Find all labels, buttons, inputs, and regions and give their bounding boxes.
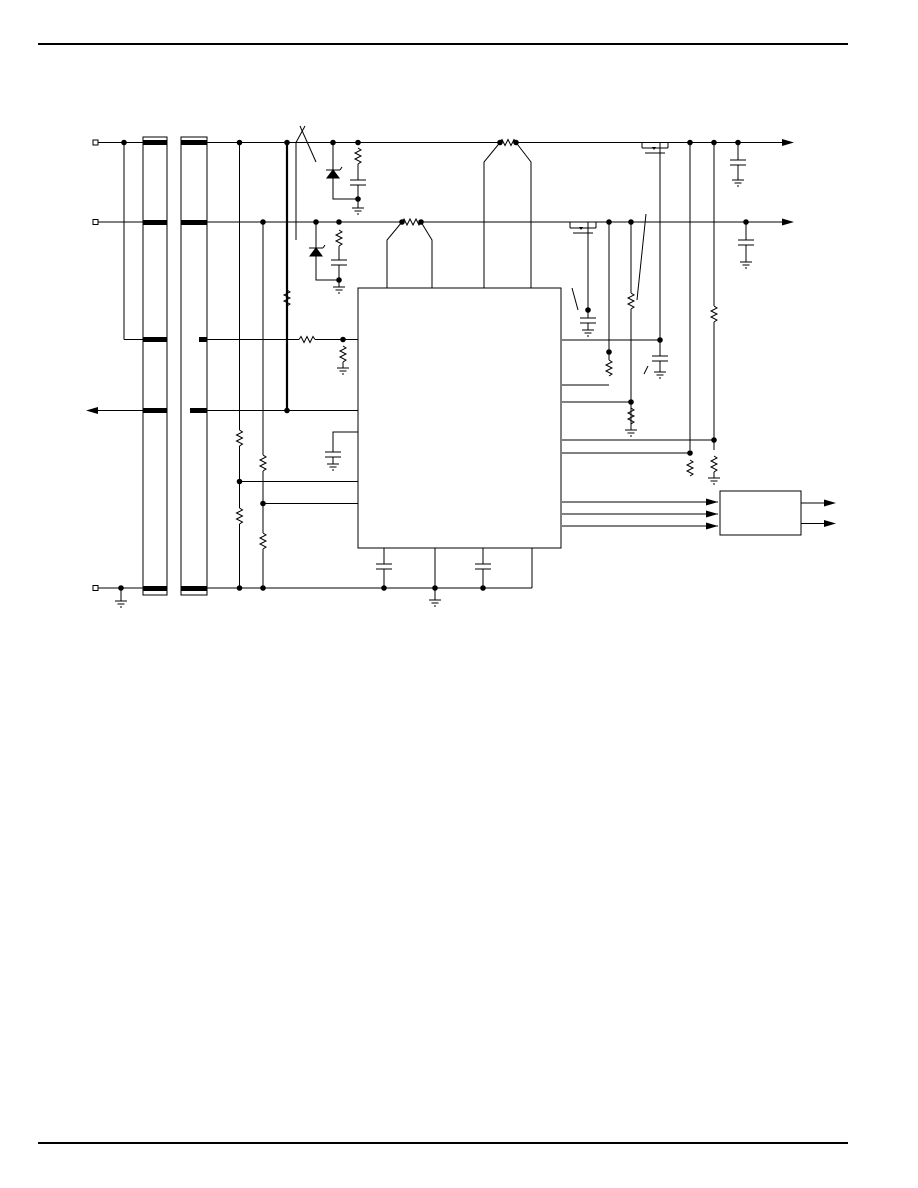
junction-dot xyxy=(284,139,290,146)
terminal-3 xyxy=(92,585,99,591)
junction-dot xyxy=(121,139,127,146)
output-arrow-4 xyxy=(824,520,836,527)
junction-dot xyxy=(336,277,342,283)
junction-dot xyxy=(399,219,405,225)
ground-symbols xyxy=(115,179,752,608)
resistor-zigzags xyxy=(235,138,719,550)
junction-dot xyxy=(336,219,342,225)
junction-dot xyxy=(260,585,266,591)
input-arrow-left xyxy=(86,407,98,414)
junction-dot xyxy=(260,500,266,507)
junction-dot xyxy=(735,139,741,146)
junction-dot xyxy=(313,219,319,225)
connector-left xyxy=(142,136,168,596)
terminal-2 xyxy=(92,219,99,225)
zener-diodes xyxy=(309,142,358,281)
junction-dot xyxy=(711,139,717,146)
connector-right xyxy=(180,136,208,596)
logic-block xyxy=(719,490,802,536)
junction-dot xyxy=(743,219,749,225)
junction-dot xyxy=(355,139,361,146)
junction-dot xyxy=(432,585,438,591)
junction-dot xyxy=(687,139,693,146)
junction-dot xyxy=(118,585,124,591)
junction-dot xyxy=(687,450,693,456)
terminal-1 xyxy=(92,139,99,146)
controller-ic xyxy=(357,287,562,549)
junction-dot xyxy=(606,219,612,225)
junction-dot xyxy=(711,437,717,443)
junction-dot xyxy=(381,585,387,591)
output-arrow-1 xyxy=(782,139,794,146)
junction-dot xyxy=(236,478,243,485)
arrows xyxy=(86,139,836,530)
output-arrow-3 xyxy=(824,499,836,507)
junction-dot xyxy=(284,407,290,414)
junction-dot xyxy=(418,219,424,225)
junction-dot xyxy=(355,196,361,202)
junction-dot xyxy=(606,349,612,355)
junction-dot xyxy=(628,399,634,405)
junction-dots xyxy=(118,139,749,591)
junction-dot xyxy=(657,337,663,343)
junction-dot xyxy=(497,139,503,146)
junction-dot xyxy=(260,219,266,225)
junction-dot xyxy=(330,139,336,146)
junction-dot xyxy=(340,336,346,343)
junction-dot xyxy=(480,585,486,591)
leader-lines xyxy=(295,125,649,375)
mosfets xyxy=(569,142,669,234)
junction-dot xyxy=(628,219,634,225)
junction-dot xyxy=(585,307,591,313)
header-rule xyxy=(38,43,848,45)
output-arrow-2 xyxy=(782,218,794,226)
footer-rule xyxy=(38,1142,848,1144)
junction-dot xyxy=(236,585,243,591)
junction-dot xyxy=(236,139,243,146)
junction-dot xyxy=(513,139,519,146)
capacitors xyxy=(325,142,754,600)
